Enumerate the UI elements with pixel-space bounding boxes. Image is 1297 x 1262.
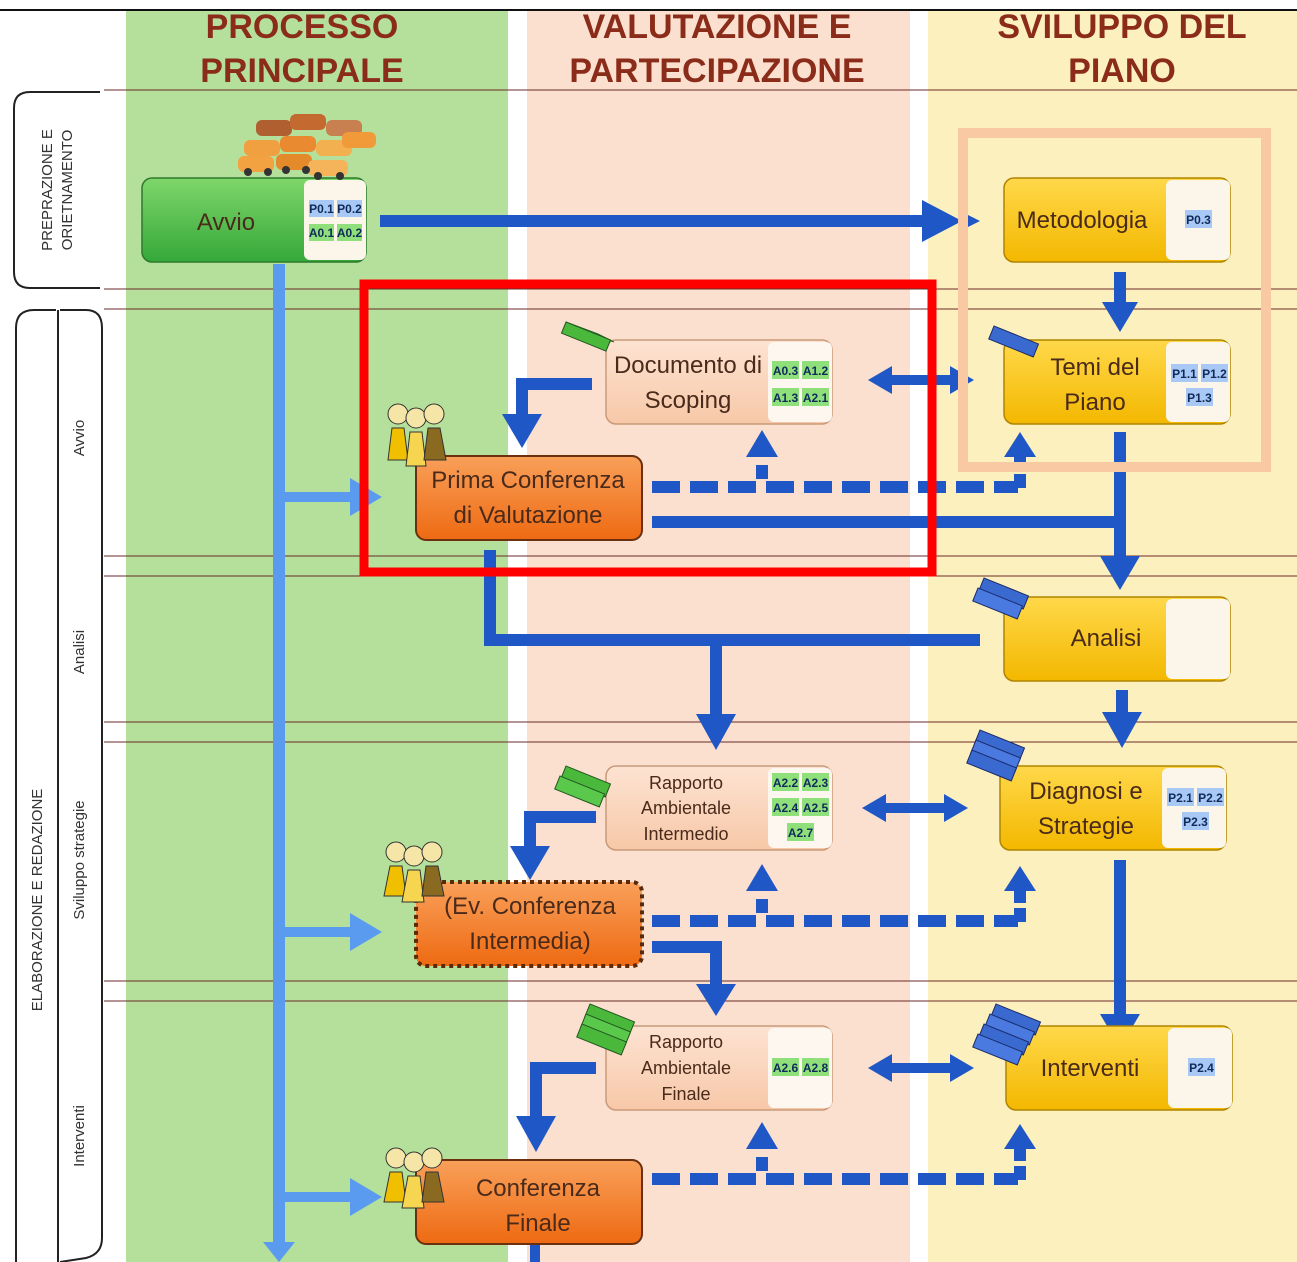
box-ev-line1: (Ev. Conferenza [444, 893, 616, 920]
people-icon-finale [383, 1147, 445, 1209]
box-metodologia-label: Metodologia [1017, 207, 1148, 234]
lane-label-elaborazione: ELABORAZIONE E REDAZIONE [29, 789, 46, 1012]
code-p03: P0.3 [1186, 213, 1211, 227]
document-icon-scoping [560, 321, 615, 352]
lane-bracket-preparazione [13, 91, 100, 289]
box-ev-conferenza: (Ev. Conferenza Intermedia) [414, 880, 644, 968]
box-metodologia: Metodologia P0.3 [1003, 177, 1231, 263]
lane-label-preparazione-1: PREPRAZIONE E [39, 129, 56, 251]
box-temi-piano: Temi del Piano P1.1 P1.2 P1.3 [1003, 339, 1231, 425]
box-conferenza-finale: Conferenza Finale [415, 1159, 643, 1245]
box-rap-fin-line1: Rapporto [649, 1032, 723, 1052]
document-icon-rapporto-intermedio [554, 765, 612, 808]
code-a21: A2.1 [803, 391, 829, 405]
code-a26: A2.6 [773, 1061, 799, 1075]
box-interventi: Interventi P2.4 [1005, 1025, 1233, 1111]
code-a03: A0.3 [773, 364, 799, 378]
cars-icon [238, 114, 376, 180]
code-a28: A2.8 [803, 1061, 829, 1075]
code-a13: A1.3 [773, 391, 799, 405]
code-p13: P1.3 [1187, 391, 1212, 405]
lane-label-sviluppo-strategie: Sviluppo strategie [71, 800, 88, 919]
people-icon-prima [387, 403, 447, 467]
code-a25: A2.5 [803, 801, 829, 815]
column-title-processo-1: PROCESSO [206, 8, 399, 46]
people-icon-ev [383, 841, 445, 903]
box-rap-fin-line2: Ambientale [641, 1058, 731, 1078]
document-icon-diagnosi [966, 729, 1026, 782]
code-a23: A2.3 [803, 776, 829, 790]
box-rap-fin-line3: Finale [661, 1084, 710, 1104]
code-p24: P2.4 [1189, 1061, 1214, 1075]
code-a01: A0.1 [309, 226, 335, 240]
box-rap-int-line1: Rapporto [649, 773, 723, 793]
box-prima-conferenza: Prima Conferenza di Valutazione [415, 455, 643, 541]
box-interventi-label: Interventi [1041, 1055, 1140, 1082]
highlight-frame-peach [958, 128, 1271, 472]
lane-label-interventi: Interventi [71, 1105, 88, 1167]
box-rapporto-finale: Rapporto Ambientale Finale A2.6 A2.8 [605, 1025, 833, 1111]
box-ev-line2: Intermedia) [469, 928, 590, 955]
code-a22: A2.2 [773, 776, 799, 790]
document-icon-analisi [972, 577, 1030, 620]
box-rap-int-line3: Intermedio [643, 824, 728, 844]
code-p22: P2.2 [1198, 791, 1223, 805]
column-title-processo-2: PRINCIPALE [200, 52, 403, 90]
box-diagnosi-line2: Strategie [1038, 813, 1134, 840]
lane-bracket-elaborazione [15, 309, 56, 1262]
box-diagnosi: Diagnosi e Strategie P2.1 P2.2 P2.3 [999, 765, 1227, 851]
document-icon-temi [988, 325, 1040, 358]
box-documento-scoping: Documento di Scoping A0.3 A1.2 A1.3 A2.1 [605, 339, 833, 425]
code-a12: A1.2 [803, 364, 829, 378]
connector-arrows [263, 200, 1142, 1262]
box-rap-int-line2: Ambientale [641, 798, 731, 818]
column-title-sviluppo-2: PIANO [1068, 52, 1176, 90]
box-scoping-line2: Scoping [645, 387, 732, 414]
column-title-sviluppo-1: SVILUPPO DEL [997, 8, 1246, 46]
box-scoping-line1: Documento di [614, 352, 762, 379]
box-temi-line2: Piano [1064, 389, 1125, 416]
box-avvio: Avvio P0.1 P0.2 A0.1 A0.2 [141, 177, 367, 263]
box-conf-fin-line2: Finale [505, 1210, 570, 1237]
lane-label-preparazione-2: ORIETNAMENTO [59, 130, 76, 251]
lane-bracket-elaborazione-inner [59, 309, 103, 1262]
box-temi-line1: Temi del [1050, 354, 1139, 381]
box-avvio-label: Avvio [197, 209, 255, 236]
column-title-valutazione-2: PARTECIPAZIONE [569, 52, 864, 90]
code-p12: P1.2 [1202, 367, 1227, 381]
highlight-frame-red [359, 279, 937, 577]
box-analisi-label: Analisi [1071, 625, 1142, 652]
code-a24: A2.4 [773, 801, 799, 815]
lane-label-avvio: Avvio [71, 420, 88, 456]
box-prima-line2: di Valutazione [454, 502, 603, 529]
box-prima-line1: Prima Conferenza [431, 467, 625, 494]
box-diagnosi-line1: Diagnosi e [1029, 778, 1142, 805]
document-icon-rapporto-finale [576, 1003, 636, 1056]
column-title-valutazione-1: VALUTAZIONE E [583, 8, 852, 46]
box-analisi: Analisi [1003, 596, 1231, 682]
box-conf-fin-line1: Conferenza [476, 1175, 601, 1202]
document-icon-interventi [972, 1003, 1042, 1066]
code-p02: P0.2 [337, 202, 362, 216]
code-p21: P2.1 [1168, 791, 1193, 805]
box-rapporto-intermedio: Rapporto Ambientale Intermedio A2.2 A2.3… [605, 765, 833, 851]
lane-label-analisi: Analisi [71, 630, 88, 674]
code-a27: A2.7 [788, 826, 814, 840]
code-p11: P1.1 [1172, 367, 1197, 381]
code-a02: A0.2 [337, 226, 363, 240]
code-p23: P2.3 [1183, 815, 1208, 829]
lane-rules [104, 89, 1297, 1002]
code-p01: P0.1 [309, 202, 334, 216]
